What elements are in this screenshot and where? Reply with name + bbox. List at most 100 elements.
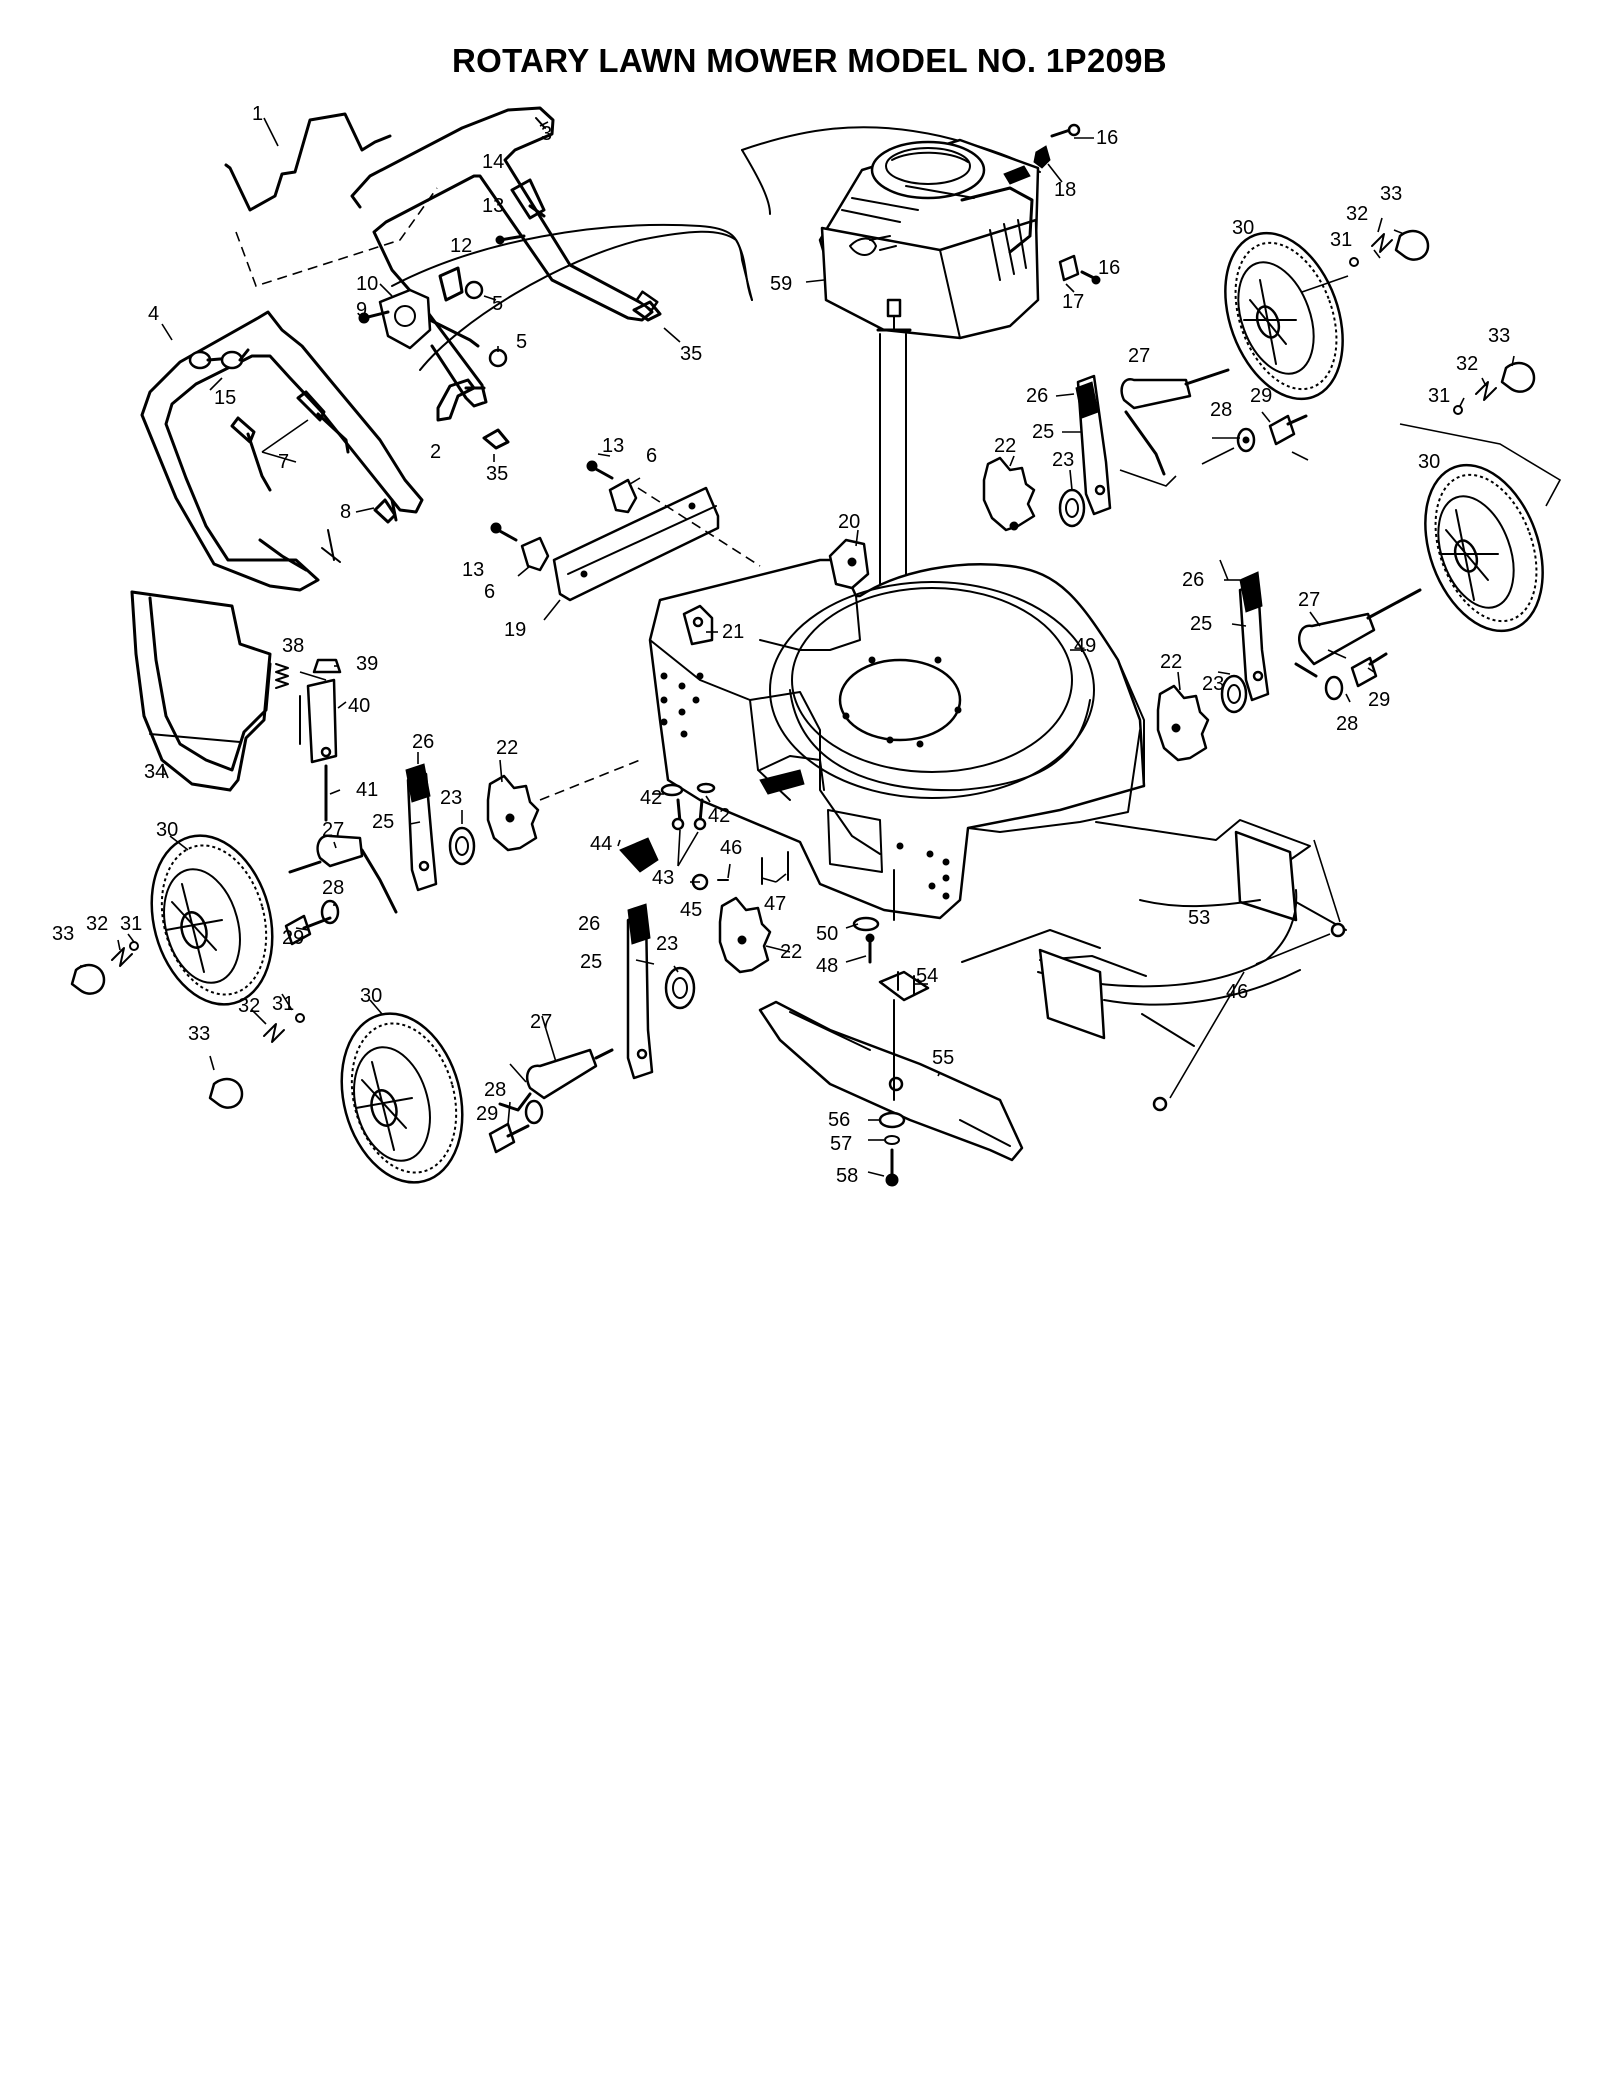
label-49: 49 [1074, 635, 1096, 657]
bolt-29a [1268, 414, 1308, 446]
gear-22c [486, 774, 540, 852]
gear-22d [718, 896, 772, 974]
label-5a: 5 [492, 293, 503, 315]
washer-31b [1453, 405, 1463, 415]
label-27d: 27 [530, 1011, 552, 1033]
label-14: 14 [482, 151, 504, 173]
label-29a: 29 [1250, 385, 1272, 407]
washer-31d [295, 1013, 305, 1023]
label-9: 9 [356, 299, 367, 321]
label-8: 8 [340, 501, 351, 523]
label-31b: 31 [1428, 385, 1450, 407]
label-10: 10 [356, 273, 378, 295]
spring-38 [275, 663, 289, 689]
label-27b: 27 [1298, 589, 1320, 611]
label-33b: 33 [1488, 325, 1510, 347]
label-28b: 28 [1336, 713, 1358, 735]
cap-39 [312, 658, 342, 674]
bracket-17 [1058, 254, 1080, 282]
grip-26c [405, 763, 431, 803]
label-22c: 22 [496, 737, 518, 759]
label-27c: 27 [322, 819, 344, 841]
label-35a: 35 [680, 343, 702, 365]
label-26d: 26 [578, 913, 600, 935]
label-34: 34 [144, 761, 166, 783]
clip-32a [1371, 233, 1393, 253]
label-13b: 13 [602, 435, 624, 457]
clip-32c [111, 947, 133, 967]
label-22a: 22 [994, 435, 1016, 457]
bracket-14 [510, 178, 546, 220]
bolt-46b [1330, 922, 1346, 938]
label-39: 39 [356, 653, 378, 675]
label-5b: 5 [516, 331, 527, 353]
label-44: 44 [590, 833, 612, 855]
label-59: 59 [770, 273, 792, 295]
label-46a: 46 [720, 837, 742, 859]
label-31d: 31 [272, 993, 294, 1015]
crankshaft [886, 298, 902, 318]
label-33d: 33 [188, 1023, 210, 1045]
label-15: 15 [214, 387, 236, 409]
bolt-12 [438, 266, 464, 302]
label-12: 12 [450, 235, 472, 257]
door-bracket-40 [299, 678, 338, 764]
label-16a: 16 [1096, 127, 1118, 149]
label-30d: 30 [360, 985, 382, 1007]
label-25d: 25 [580, 951, 602, 973]
control-bar [224, 112, 392, 212]
baffle-44 [619, 837, 659, 873]
label-23a: 23 [1052, 449, 1074, 471]
label-43: 43 [652, 867, 674, 889]
grass-bag-frame-34 [130, 590, 272, 792]
label-1: 1 [252, 103, 263, 125]
hub-cap-33c [70, 963, 106, 995]
clamp-8 [373, 498, 398, 524]
bolt-29d [488, 1122, 530, 1154]
washer-42a [660, 783, 684, 797]
rear-flap-19 [552, 486, 720, 602]
bolt-13b [586, 460, 614, 480]
label-25a: 25 [1032, 421, 1054, 443]
bolt-13c [490, 522, 518, 542]
grip-26d [627, 903, 651, 945]
washer-31a [1349, 257, 1359, 267]
label-58: 58 [836, 1165, 858, 1187]
bolt-13a [495, 234, 526, 245]
label-13c: 13 [462, 559, 484, 581]
wheel-30c [150, 834, 274, 1006]
wheel-bushing-23d [664, 966, 696, 1010]
clip-35b [482, 428, 510, 450]
label-27a: 27 [1128, 345, 1150, 367]
label-38: 38 [282, 635, 304, 657]
label-29c: 29 [282, 927, 304, 949]
label-55: 55 [932, 1047, 954, 1069]
engine-59 [818, 138, 1040, 340]
label-7: 7 [278, 451, 289, 473]
engine-control-10 [378, 288, 480, 350]
cable-clip-2 [436, 378, 486, 422]
label-33c: 33 [52, 923, 74, 945]
label-35b: 35 [486, 463, 508, 485]
label-41: 41 [356, 779, 378, 801]
wheel-30d [340, 1012, 464, 1184]
label-4: 4 [148, 303, 159, 325]
blade-adapter-54 [878, 970, 930, 1002]
label-32b: 32 [1456, 353, 1478, 375]
label-54: 54 [916, 965, 938, 987]
label-31c: 31 [120, 913, 142, 935]
bolt-58 [885, 1148, 899, 1187]
gear-22b [1156, 684, 1210, 762]
upper-handle [350, 106, 654, 408]
washer-50 [852, 916, 880, 932]
label-23b: 23 [1202, 673, 1224, 695]
bolt-29c [284, 914, 332, 946]
mower-deck-49 [648, 558, 1146, 920]
label-22d: 22 [780, 941, 802, 963]
label-30a: 30 [1232, 217, 1254, 239]
clip-32d [263, 1023, 285, 1043]
grip-26a [1075, 381, 1099, 419]
